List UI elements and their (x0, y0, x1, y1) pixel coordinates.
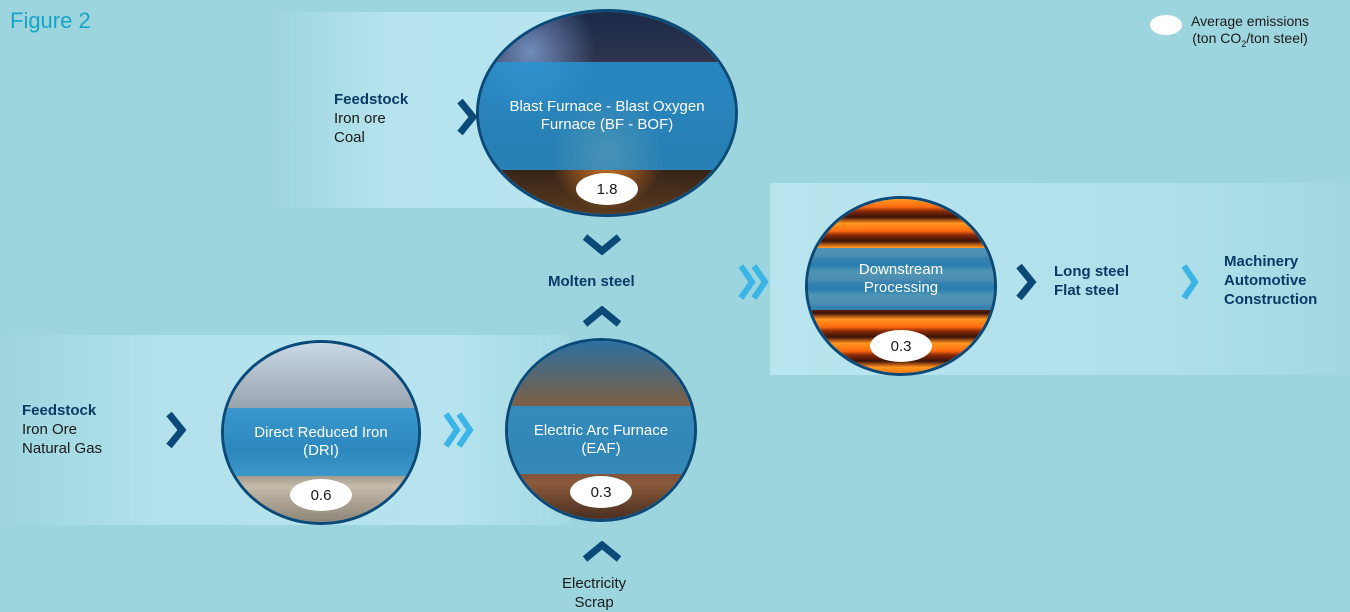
legend-text: Average emissions (ton CO2/ton steel) (1191, 13, 1309, 53)
bf-bof-process-circle: Blast Furnace - Blast Oxygen Furnace (BF… (476, 9, 738, 217)
downstream-emissions: 0.3 (870, 330, 932, 362)
dri-process-circle: Direct Reduced Iron (DRI) 0.6 (221, 340, 421, 525)
chevron-up-icon (582, 541, 622, 562)
feedstock-bottom-heading: Feedstock (22, 402, 97, 419)
sector-item: Automotive (1224, 272, 1307, 289)
bf-bof-label: Blast Furnace - Blast Oxygen Furnace (BF… (479, 62, 735, 170)
eaf-input-item: Scrap (574, 594, 614, 611)
chevron-right-icon (457, 98, 478, 136)
legend: Average emissions (ton CO2/ton steel) (1150, 13, 1309, 53)
feedstock-top-item: Coal (334, 129, 365, 146)
product-item: Flat steel (1054, 282, 1120, 299)
double-chevron-right-icon (738, 264, 769, 300)
chevron-up-icon (582, 306, 622, 327)
legend-line-2: (ton CO2/ton steel) (1192, 30, 1308, 49)
chevron-right-icon (1181, 264, 1199, 300)
feedstock-bottom: Feedstock Iron Ore Natural Gas (22, 401, 102, 458)
eaf-label: Electric Arc Furnace (EAF) (508, 406, 694, 474)
feedstock-top-item: Iron ore (334, 110, 386, 127)
eaf-inputs: Electricity Scrap (562, 574, 626, 612)
figure-title: Figure 2 (10, 8, 91, 33)
eaf-input-item: Electricity (562, 575, 627, 592)
double-chevron-right-icon (443, 412, 474, 448)
eaf-emissions: 0.3 (570, 476, 632, 508)
chevron-right-icon (166, 411, 187, 449)
feedstock-top: Feedstock Iron ore Coal (334, 90, 408, 147)
sectors-list: Machinery Automotive Construction (1224, 252, 1317, 309)
chevron-right-icon (1016, 263, 1037, 301)
downstream-label: Downstream Processing (808, 248, 994, 310)
legend-line-1: Average emissions (1191, 13, 1310, 29)
eaf-process-circle: Electric Arc Furnace (EAF) 0.3 (505, 338, 697, 522)
downstream-process-circle: Downstream Processing 0.3 (805, 196, 997, 376)
dri-emissions: 0.6 (290, 479, 352, 511)
feedstock-bottom-item: Natural Gas (22, 440, 103, 457)
molten-steel-label: Molten steel (548, 273, 635, 290)
legend-oval-icon (1150, 15, 1182, 35)
chevron-down-icon (582, 234, 622, 255)
bf-bof-emissions: 1.8 (576, 173, 638, 205)
product-item: Long steel (1054, 263, 1130, 280)
feedstock-top-heading: Feedstock (334, 91, 409, 108)
dri-label: Direct Reduced Iron (DRI) (224, 408, 418, 476)
sector-item: Machinery (1224, 253, 1299, 270)
sector-item: Construction (1224, 291, 1318, 308)
products-list: Long steel Flat steel (1054, 262, 1129, 300)
feedstock-bottom-item: Iron Ore (22, 421, 78, 438)
